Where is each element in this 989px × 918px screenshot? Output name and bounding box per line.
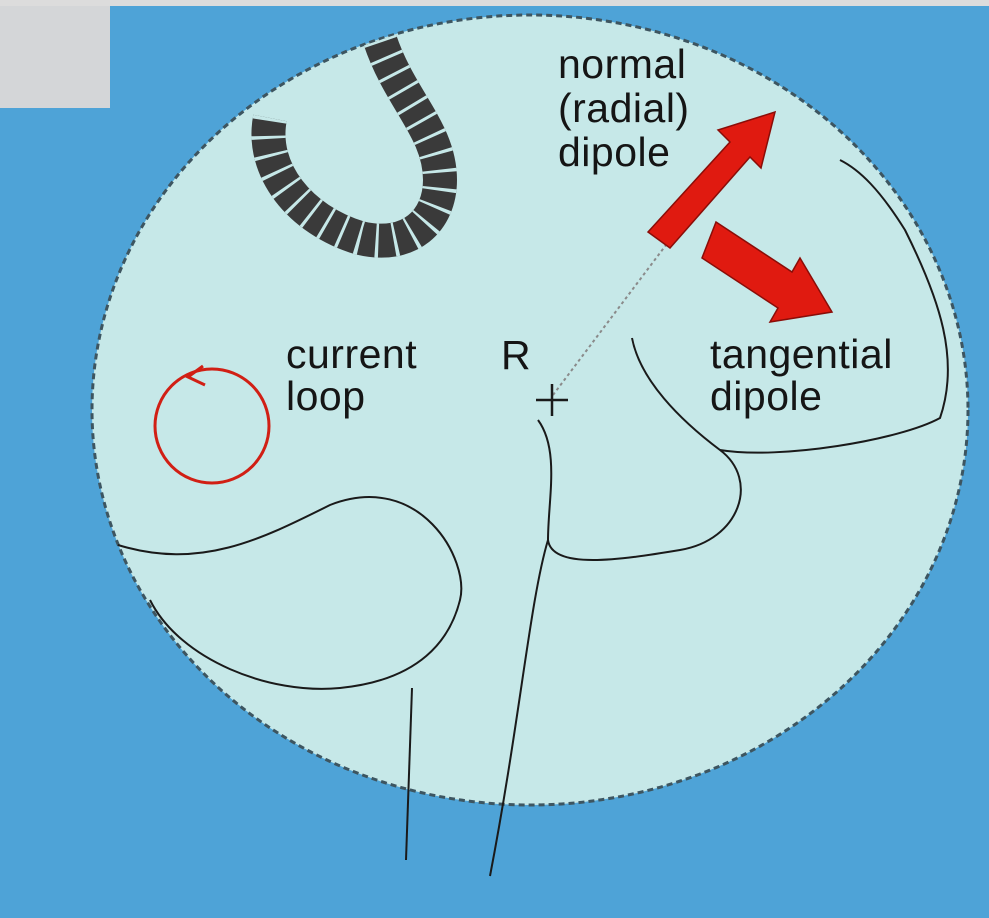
current-loop-line-1: current bbox=[286, 333, 417, 375]
corner-patch bbox=[0, 0, 110, 108]
tangential-dipole-line-2: dipole bbox=[710, 375, 893, 417]
current-loop-line-2: loop bbox=[286, 375, 417, 417]
normal-dipole-label: normal (radial) dipole bbox=[558, 42, 690, 174]
normal-dipole-line-2: (radial) bbox=[558, 86, 690, 130]
top-strip bbox=[0, 0, 989, 6]
tangential-dipole-label: tangential dipole bbox=[710, 333, 893, 417]
center-label: R bbox=[501, 334, 531, 376]
normal-dipole-line-3: dipole bbox=[558, 130, 690, 174]
normal-dipole-line-1: normal bbox=[558, 42, 690, 86]
tangential-dipole-line-1: tangential bbox=[710, 333, 893, 375]
current-loop-label: current loop bbox=[286, 333, 417, 417]
